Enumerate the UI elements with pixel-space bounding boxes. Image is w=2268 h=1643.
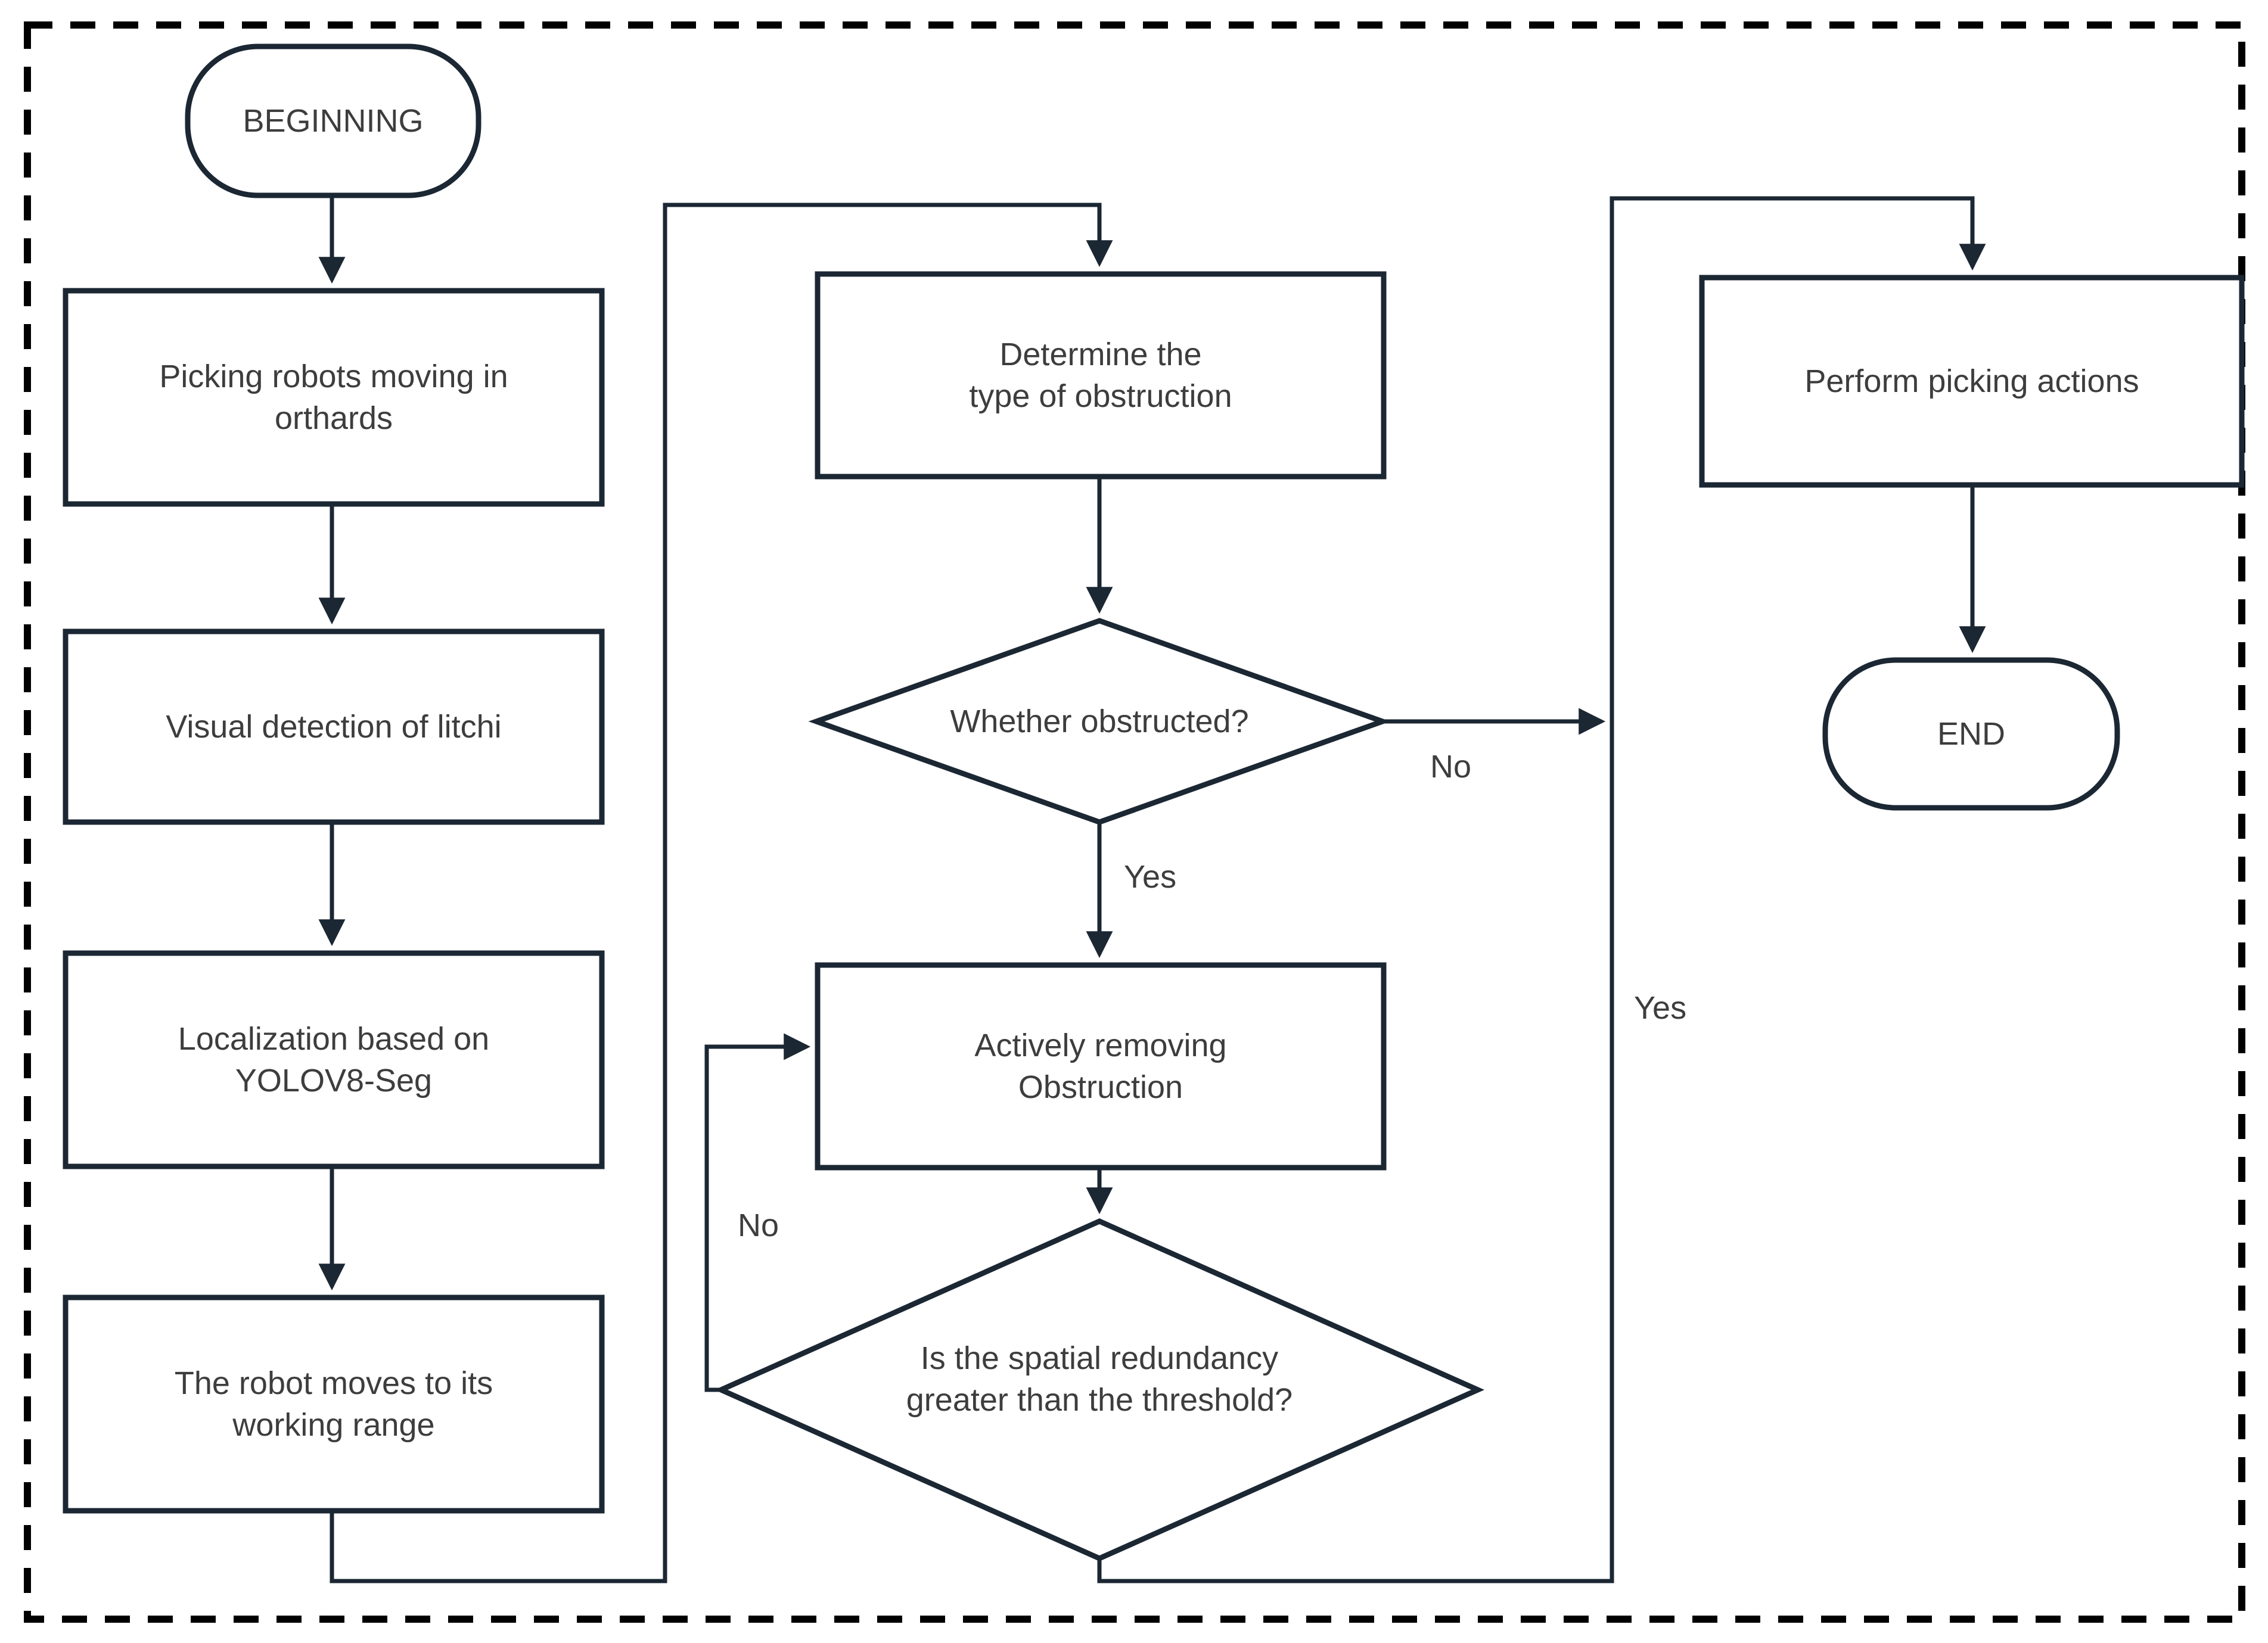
node-localization[interactable] xyxy=(63,950,605,1169)
node-picking-robots[interactable] xyxy=(63,288,605,507)
node-visual-detection[interactable] xyxy=(63,628,605,825)
edge-label-redundancy-no: No xyxy=(738,1208,779,1243)
edge-spatial-redundancy-no xyxy=(704,1033,811,1392)
edge-label-redundancy-yes: Yes xyxy=(1634,990,1687,1026)
node-determine-type[interactable] xyxy=(815,271,1387,480)
node-robot-moves[interactable] xyxy=(63,1295,605,1514)
edge-robot-moves-to-determine-type xyxy=(330,203,1113,1583)
node-end[interactable] xyxy=(1822,657,2120,811)
edge-label-obstructed-yes: Yes xyxy=(1124,859,1177,895)
node-actively-removing[interactable] xyxy=(815,962,1387,1171)
node-beginning[interactable] xyxy=(185,43,481,198)
edge-spatial-redundancy-yes xyxy=(1097,196,1986,1583)
node-whether-obstructed[interactable] xyxy=(808,618,1391,825)
node-spatial-redundancy[interactable] xyxy=(714,1218,1485,1561)
outer-dashed-border xyxy=(24,21,2245,1623)
node-perform-picking[interactable] xyxy=(1699,275,2245,488)
edge-label-obstructed-no: No xyxy=(1430,749,1472,785)
